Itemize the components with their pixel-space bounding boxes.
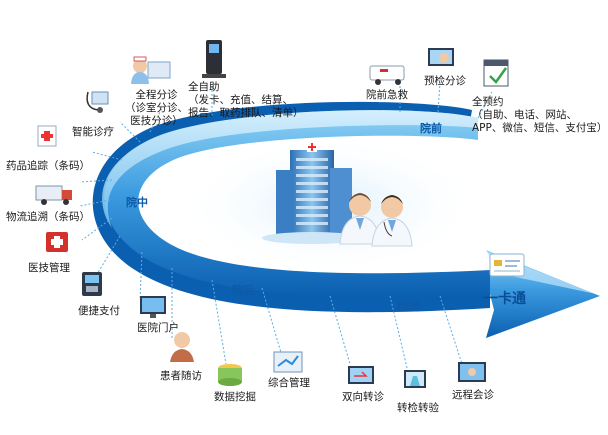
- stage-pre-hospital: 院前: [420, 122, 442, 135]
- doctors-icon: [339, 193, 413, 247]
- lab-flask-icon: [404, 370, 426, 388]
- dashboard-icon: [273, 351, 303, 373]
- node-logistics-trace: 物流追溯（条码）: [6, 211, 90, 223]
- node-drug-trace: 药品追踪（条码）: [6, 160, 90, 172]
- stethoscope-icon: [86, 91, 109, 113]
- node-prehospital-emergency: 院前急救: [366, 89, 408, 101]
- kiosk-icon: [202, 40, 226, 78]
- stage-in-hospital: 院中: [126, 196, 148, 209]
- truck-icon: [35, 185, 72, 205]
- node-integrated-mgmt: 综合管理: [268, 377, 310, 389]
- connector-lines: [79, 81, 493, 373]
- monitor-icon: [140, 296, 166, 318]
- stage-after-hospital: 院后: [232, 284, 254, 297]
- stage-between-hospital: 院间: [398, 300, 420, 313]
- patient-icon: [170, 332, 194, 362]
- node-full-triage: 全程分诊 （诊室分诊、 医技分诊）: [125, 89, 188, 128]
- referral-icon: [348, 366, 374, 384]
- flow-arrow-highlight: [102, 110, 478, 228]
- node-self-service: 全自助 （发卡、充值、结算、 报告、取药排队、清单）: [188, 81, 304, 120]
- payment-terminal-icon: [82, 272, 102, 296]
- medicine-box-icon: [37, 125, 57, 147]
- flow-arrow-band: [104, 110, 491, 298]
- nurse-computer-icon: [131, 56, 171, 84]
- hospital-building-icon: [262, 142, 362, 244]
- node-two-way-referral: 双向转诊: [342, 391, 384, 403]
- node-pre-triage: 预检分诊: [424, 75, 466, 87]
- doctor-computer-icon: [428, 48, 454, 66]
- video-conference-icon: [458, 362, 486, 382]
- database-icon: [218, 364, 242, 386]
- smart-card-icon: [489, 253, 525, 277]
- node-convenient-pay: 便捷支付: [78, 305, 120, 317]
- calendar-icon: [483, 59, 509, 87]
- ambulance-icon: [369, 65, 405, 85]
- node-hospital-portal: 医院门户: [137, 322, 179, 334]
- node-medical-tech-mgmt: 医技管理: [28, 262, 70, 274]
- node-patient-followup: 患者随访: [160, 370, 202, 382]
- node-test-referral: 转检转验: [397, 402, 439, 414]
- node-full-booking: 全预约 （自助、电话、网站、 APP、微信、短信、支付宝）: [472, 96, 608, 135]
- node-data-mining: 数据挖掘: [214, 391, 256, 403]
- stage-one-card: 一卡通: [484, 291, 526, 307]
- node-smart-clinic: 智能诊疗: [72, 126, 114, 138]
- first-aid-kit-icon: [46, 232, 68, 252]
- node-remote-consult: 远程会诊: [452, 389, 494, 401]
